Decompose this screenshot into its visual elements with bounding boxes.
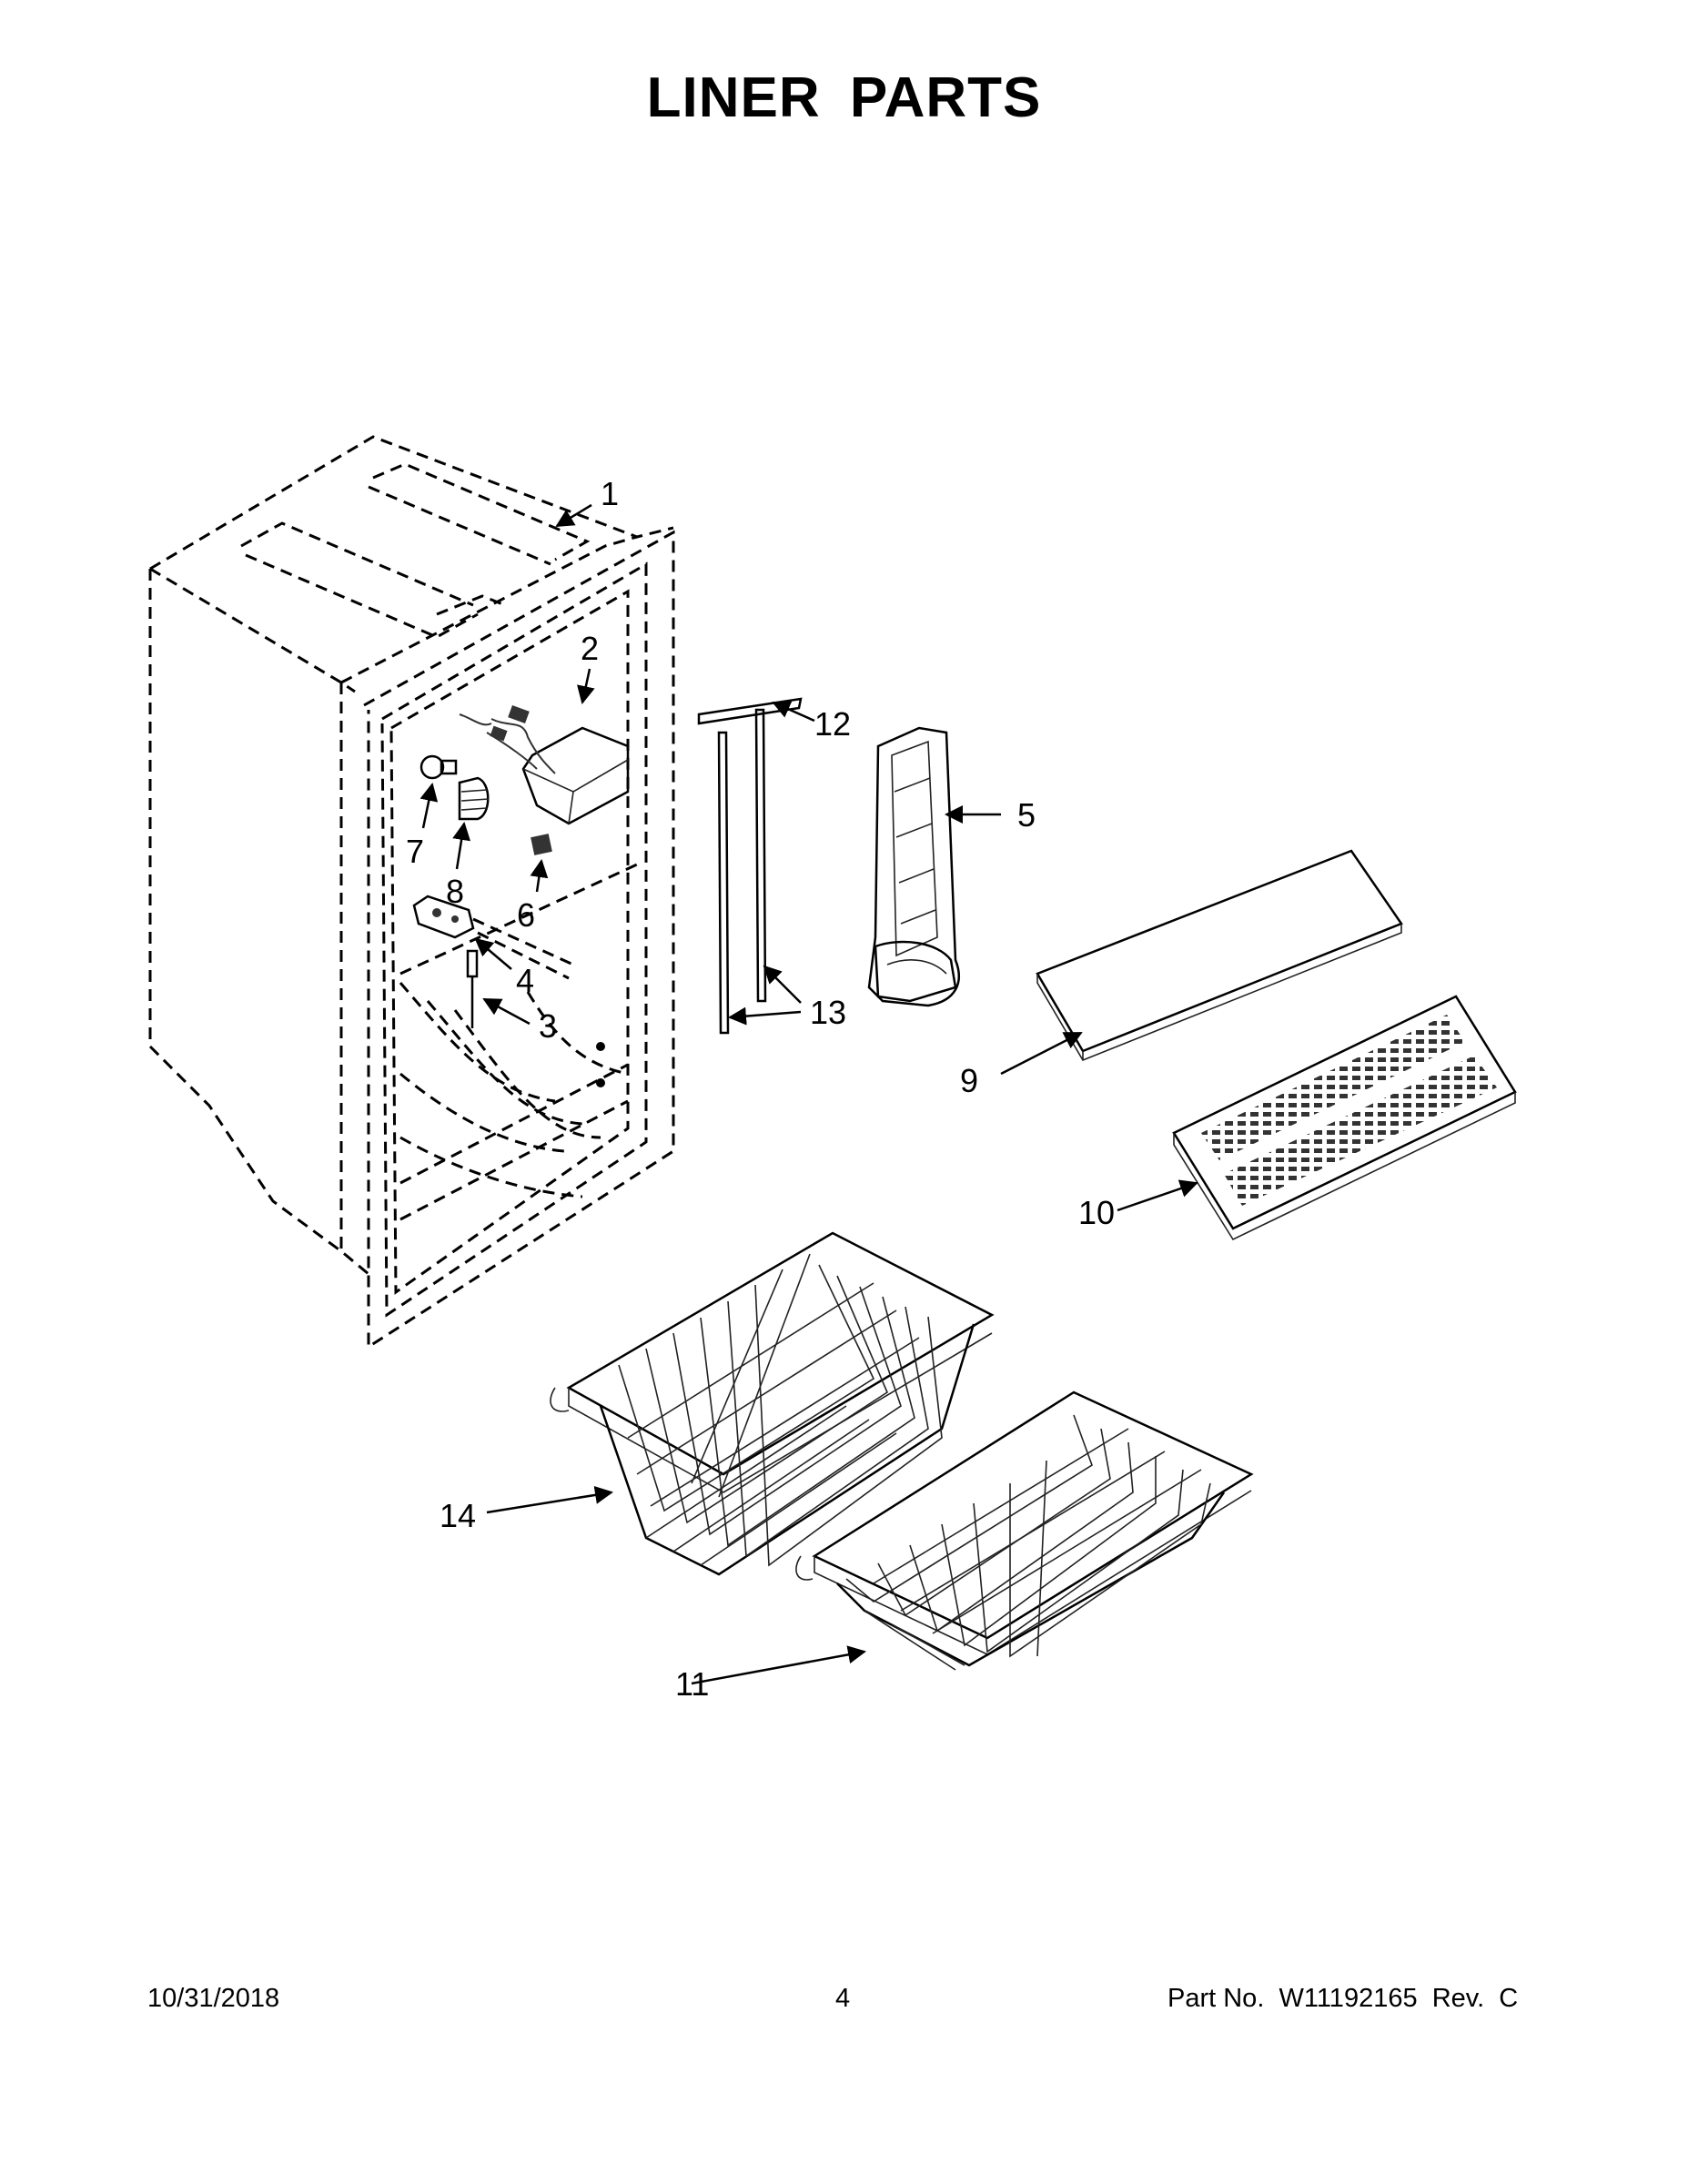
control-housing <box>459 705 630 825</box>
liner-cabinet <box>148 435 675 1350</box>
callout-10: 10 <box>1078 1194 1115 1231</box>
callout-5: 5 <box>1017 796 1036 834</box>
large-wire-basket <box>550 1231 995 1576</box>
callout-1: 1 <box>601 475 619 512</box>
light-cover <box>458 776 490 821</box>
callout-11: 11 <box>675 1665 709 1703</box>
glass-shelf <box>1036 849 1403 1061</box>
callout-arrows <box>419 503 1198 1685</box>
footer-page-number: 4 <box>835 1984 851 2013</box>
small-wire-basket <box>795 1390 1254 1671</box>
callout-7: 7 <box>406 833 424 870</box>
callout-9: 9 <box>960 1062 978 1099</box>
seal-strips <box>697 697 803 1035</box>
light-bulb <box>419 754 458 780</box>
callout-13: 13 <box>810 994 846 1031</box>
callout-3: 3 <box>539 1007 557 1045</box>
page-title: LINER PARTS <box>646 66 1042 129</box>
callout-labels: 1 2 3 4 5 6 7 8 9 10 11 12 13 14 <box>406 475 1115 1703</box>
switch <box>531 834 552 855</box>
callout-8: 8 <box>446 873 464 910</box>
callout-4: 4 <box>516 962 534 999</box>
footer-date: 10/31/2018 <box>147 1984 280 2013</box>
air-tower <box>867 726 960 1007</box>
callout-6: 6 <box>517 896 535 934</box>
callout-2: 2 <box>581 630 599 667</box>
callout-12: 12 <box>814 705 851 743</box>
footer-part-number: Part No. W11192165 Rev. C <box>1167 1984 1519 2013</box>
sensor-housing <box>412 895 475 939</box>
callout-14: 14 <box>440 1497 476 1534</box>
perforated-shelf <box>1172 995 1517 1241</box>
thermistor <box>466 949 479 1028</box>
